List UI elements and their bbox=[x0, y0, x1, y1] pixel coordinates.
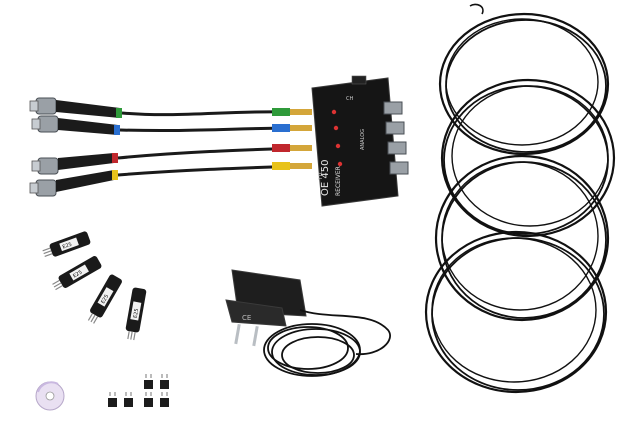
sensor-label: E25 bbox=[72, 270, 83, 280]
sensor-label: E25 bbox=[100, 294, 110, 305]
fiber-optic-coils bbox=[424, 3, 616, 394]
receiver-maker-label: RECEIVER bbox=[335, 166, 342, 196]
cable-collar-yellow bbox=[272, 162, 290, 170]
receiver-mode-label: ANALOG bbox=[360, 129, 366, 150]
sensor-module: E25 bbox=[52, 256, 102, 291]
fiber-coil bbox=[424, 230, 608, 394]
jumper bbox=[124, 392, 133, 407]
jumper bbox=[160, 374, 169, 389]
receiver-switch bbox=[351, 75, 367, 85]
cable-collar-blue bbox=[272, 124, 290, 132]
software-disc bbox=[35, 381, 65, 411]
fiber-coil bbox=[434, 154, 610, 322]
cable-collar-red bbox=[272, 144, 290, 152]
cable-collar-green bbox=[272, 108, 290, 116]
ce-mark: CE bbox=[242, 314, 251, 322]
adapter-cable-coil bbox=[263, 309, 391, 377]
bnc-connector bbox=[29, 97, 122, 118]
bnc-connector bbox=[29, 170, 118, 197]
sensor-module: E25 bbox=[125, 287, 147, 341]
receiver-output-connector bbox=[383, 101, 409, 175]
sensor-label: E25 bbox=[62, 242, 73, 251]
sensor-module: E25 bbox=[87, 274, 122, 324]
fiber-coil bbox=[440, 78, 616, 238]
receiver-model-label: OE 450 bbox=[320, 160, 331, 196]
bnc-cable-set bbox=[29, 97, 312, 197]
sensor-module: E25 bbox=[42, 231, 91, 257]
receiver-ttl-label: TTL bbox=[318, 171, 324, 181]
sensor-label: E25 bbox=[133, 308, 141, 318]
jumper-connectors bbox=[108, 374, 169, 407]
jumper bbox=[144, 392, 153, 407]
receiver-box: OE 450 RECEIVER TTL ANALOG CH bbox=[311, 75, 409, 207]
bnc-connector bbox=[31, 115, 120, 135]
fiber-coil bbox=[438, 12, 610, 156]
jumper bbox=[160, 392, 169, 407]
receiver-ch-label: CH bbox=[346, 96, 353, 102]
power-adapter: CE bbox=[225, 269, 391, 377]
sensor-modules: E25 E25 E25 E25 bbox=[42, 231, 147, 341]
jumper bbox=[108, 392, 117, 407]
jumper bbox=[144, 374, 153, 389]
bnc-connector bbox=[31, 153, 118, 175]
